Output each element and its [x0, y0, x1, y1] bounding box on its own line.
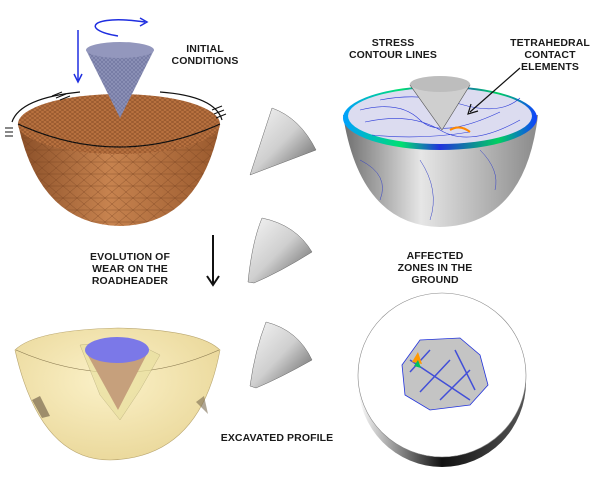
wear-evolution-picks: [206, 107, 317, 389]
pointer-arrow: [469, 67, 521, 113]
panel-stress-contours: [343, 67, 538, 227]
pick-stage-1: [249, 107, 317, 176]
label-initial-conditions: INITIAL CONDITIONS: [171, 43, 239, 67]
cone-top: [85, 337, 149, 363]
label-affected-zones: AFFECTED ZONES IN THE GROUND: [397, 250, 473, 286]
affected-zone: [401, 337, 489, 411]
pick-cone-meshed: [86, 50, 154, 118]
rotation-arrow: [94, 19, 146, 37]
panel-excavated-profile: [14, 327, 221, 461]
boundary-constraint: [11, 91, 81, 123]
label-tetrahedral-contact-elements: TETRAHEDRAL CONTACT ELEMENTS: [510, 37, 590, 73]
ground-top-surface: [18, 94, 220, 154]
panel-affected-zones: [357, 292, 527, 467]
label-stress-contour-lines: STRESS CONTOUR LINES: [348, 37, 438, 61]
pick-stage-3: [249, 321, 313, 389]
label-excavated-profile: EXCAVATED PROFILE: [220, 432, 334, 444]
label-evolution-of-wear: EVOLUTION OF WEAR ON THE ROADHEADER: [90, 251, 170, 287]
pick-stage-2: [247, 217, 313, 284]
panel-initial-conditions: [5, 17, 227, 226]
worn-cone: [86, 352, 148, 410]
